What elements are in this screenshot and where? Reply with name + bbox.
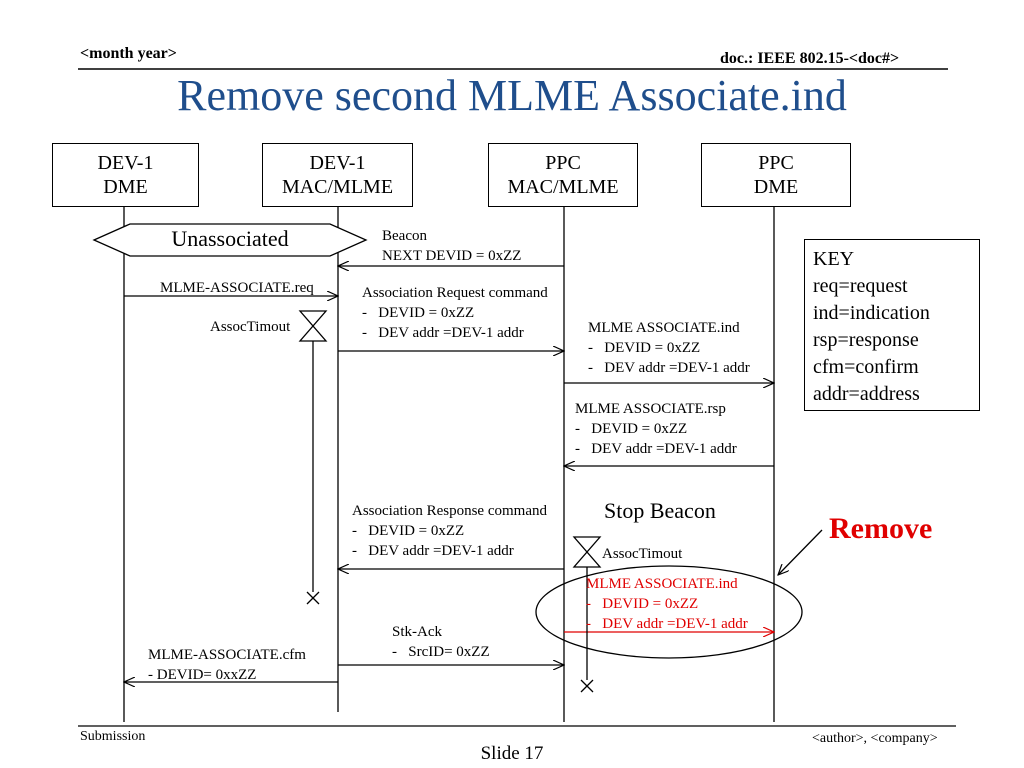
msg-assoc-ind: MLME ASSOCIATE.ind - DEVID = 0xZZ - DEV …: [588, 318, 750, 378]
msg-assoc-cfm: MLME-ASSOCIATE.cfm - DEVID= 0xxZZ: [148, 645, 306, 685]
msg-second-assoc-ind-line3: - DEV addr =DEV-1 addr: [586, 616, 748, 632]
remove-highlight-ellipse: [535, 565, 803, 659]
remove-pointer-arrow: [778, 529, 823, 575]
entity-ppc-mac-line1: PPC: [545, 152, 581, 174]
key-item-rsp: rsp=response: [813, 329, 919, 351]
entity-dev-dme: DEV-1 DME: [52, 143, 199, 207]
remove-label: Remove: [829, 512, 933, 545]
msg-assoc-rsp-line3: - DEV addr =DEV-1 addr: [575, 441, 737, 457]
msg-beacon-line1: Beacon: [382, 228, 427, 244]
entity-ppc-mac-line2: MAC/MLME: [507, 176, 619, 198]
key-legend: KEY req=request ind=indication rsp=respo…: [804, 239, 980, 411]
key-title: KEY: [813, 248, 855, 270]
msg-assoc-req: MLME-ASSOCIATE.req: [160, 280, 314, 296]
msg-assoc-ind-line2: - DEVID = 0xZZ: [588, 340, 701, 356]
entity-ppc-dme-line2: DME: [753, 176, 799, 198]
timer-1-expiry-icon: [306, 591, 320, 605]
entity-dev-mac-line2: MAC/MLME: [281, 176, 394, 198]
footer-author: <author>, <company>: [812, 731, 938, 746]
entity-ppc-dme: PPC DME: [701, 143, 851, 207]
state-unassociated: Unassociated: [171, 226, 289, 251]
entity-ppc-mac: PPC MAC/MLME: [488, 143, 638, 207]
msg-assoc-rsp-cmd-line2: - DEVID = 0xZZ: [352, 523, 465, 539]
msg-second-assoc-ind-line2: - DEVID = 0xZZ: [586, 596, 699, 612]
msg-assoc-cfm-line2: - DEVID= 0xxZZ: [148, 667, 257, 683]
timer-2-hourglass: [572, 536, 602, 568]
msg-assoc-rsp-cmd-line1: Association Response command: [352, 503, 547, 519]
footer-submission: Submission: [80, 729, 146, 744]
footer-slide-number: Slide 17: [480, 743, 544, 764]
msg-beacon-line2: NEXT DEVID = 0xZZ: [382, 248, 522, 264]
msg-stk-ack: Stk-Ack - SrcID= 0xZZ: [392, 622, 490, 662]
header-doc-id: doc.: IEEE 802.15-<doc#>: [720, 50, 900, 67]
msg-assoc-req-cmd: Association Request command - DEVID = 0x…: [362, 283, 548, 343]
entity-dev-dme-line2: DME: [103, 176, 148, 198]
msg-assoc-req-cmd-line3: - DEV addr =DEV-1 addr: [362, 325, 524, 341]
key-item-req: req=request: [813, 275, 908, 297]
msg-assoc-cfm-line1: MLME-ASSOCIATE.cfm: [148, 647, 306, 663]
msg-stk-ack-line2: - SrcID= 0xZZ: [392, 644, 490, 660]
msg-assoc-rsp-cmd-line3: - DEV addr =DEV-1 addr: [352, 543, 514, 559]
key-item-addr: addr=address: [813, 383, 920, 405]
msg-assoc-req-cmd-line1: Association Request command: [362, 285, 548, 301]
msg-beacon: Beacon NEXT DEVID = 0xZZ: [382, 226, 521, 266]
entity-dev-dme-line1: DEV-1: [97, 152, 154, 174]
slide-title: Remove second MLME Associate.ind: [177, 71, 847, 120]
msg-second-assoc-ind: MLME ASSOCIATE.ind - DEVID = 0xZZ - DEV …: [586, 574, 748, 634]
timer-1-hourglass: [298, 310, 328, 342]
msg-assoc-ind-line1: MLME ASSOCIATE.ind: [588, 320, 740, 336]
msg-assoc-req-cmd-line2: - DEVID = 0xZZ: [362, 305, 475, 321]
msg-assoc-ind-line3: - DEV addr =DEV-1 addr: [588, 360, 750, 376]
msg-assoc-rsp-cmd: Association Response command - DEVID = 0…: [352, 501, 547, 561]
entity-ppc-dme-line1: PPC: [758, 152, 794, 174]
key-item-cfm: cfm=confirm: [813, 356, 919, 378]
msg-assoc-timeout-1: AssocTimout: [210, 319, 291, 335]
msg-assoc-rsp-line2: - DEVID = 0xZZ: [575, 421, 688, 437]
msg-assoc-timeout-2: AssocTimout: [602, 546, 683, 562]
entity-dev-mac: DEV-1 MAC/MLME: [262, 143, 413, 207]
msg-stop-beacon: Stop Beacon: [604, 498, 716, 523]
header-date: <month year>: [80, 45, 177, 62]
msg-second-assoc-ind-line1: MLME ASSOCIATE.ind: [586, 576, 738, 592]
timer-2-expiry-icon: [580, 679, 594, 693]
state-unassociated-shape: [92, 223, 368, 257]
key-item-ind: ind=indication: [813, 302, 930, 324]
msg-stk-ack-line1: Stk-Ack: [392, 624, 442, 640]
msg-assoc-rsp: MLME ASSOCIATE.rsp - DEVID = 0xZZ - DEV …: [575, 399, 737, 459]
msg-assoc-rsp-line1: MLME ASSOCIATE.rsp: [575, 401, 726, 417]
entity-dev-mac-line1: DEV-1: [309, 152, 366, 174]
